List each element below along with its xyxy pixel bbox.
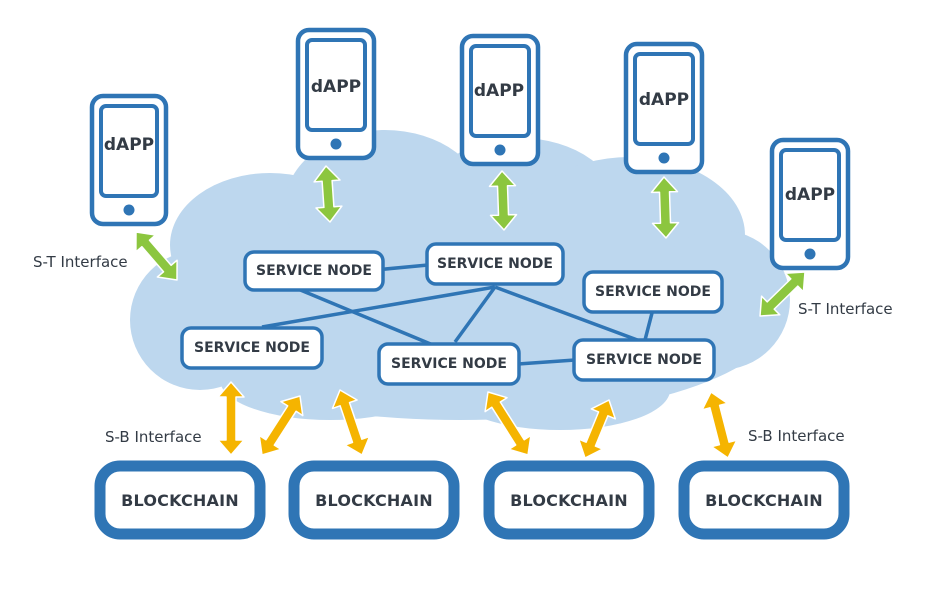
blockchain-box — [288, 460, 460, 540]
service-node-box — [582, 270, 724, 314]
blockchain-label: BLOCKCHAIN — [510, 490, 628, 510]
phone-icon — [623, 41, 705, 175]
sb-interface-label-left: S-B Interface — [105, 428, 202, 446]
green-double-arrow — [488, 170, 518, 231]
phone-icon — [89, 93, 169, 227]
service-nodes — [180, 242, 724, 386]
phone-icon — [459, 33, 541, 167]
dapp-label: dAPP — [784, 185, 836, 205]
blockchain-box — [94, 460, 266, 540]
orange-double-arrow — [331, 389, 371, 456]
service-node-label: SERVICE NODE — [391, 356, 507, 372]
service-node-box — [425, 242, 565, 286]
service-node-label: SERVICE NODE — [256, 263, 372, 279]
link-line — [453, 285, 497, 344]
orange-double-arrow — [217, 381, 245, 456]
st-interface-label-left: S-T Interface — [33, 253, 128, 271]
orange-double-arrow — [701, 391, 738, 459]
service-node-box — [572, 338, 716, 382]
node-links — [261, 263, 654, 366]
sb-interface-label-right: S-B Interface — [748, 427, 845, 445]
service-node-label: SERVICE NODE — [194, 340, 310, 356]
green-double-arrow — [313, 165, 343, 223]
blockchain-label: BLOCKCHAIN — [315, 490, 433, 510]
dapp-label: dAPP — [638, 90, 690, 110]
green-double-arrow — [650, 176, 680, 239]
green-double-arrow — [135, 231, 178, 281]
st-arrows — [135, 165, 806, 317]
blockchain-box — [483, 460, 655, 540]
service-node-label: SERVICE NODE — [595, 284, 711, 300]
service-node-box — [377, 342, 521, 386]
blockchain-box — [678, 460, 850, 540]
dapp-phones — [89, 27, 851, 271]
link-line — [517, 358, 576, 366]
orange-double-arrow — [484, 391, 532, 456]
service-node-box — [180, 326, 324, 370]
service-node-label: SERVICE NODE — [586, 352, 702, 368]
blockchain-label: BLOCKCHAIN — [705, 490, 823, 510]
service-node-label: SERVICE NODE — [437, 256, 553, 272]
link-line — [643, 312, 654, 341]
st-interface-label-right: S-T Interface — [798, 300, 893, 318]
link-line — [494, 285, 641, 343]
dapp-label: dAPP — [473, 81, 525, 101]
orange-double-arrow — [258, 395, 304, 456]
link-line — [261, 285, 496, 329]
blockchains — [94, 460, 850, 540]
link-line — [297, 287, 446, 352]
orange-double-arrow — [577, 399, 617, 459]
green-double-arrow — [759, 271, 806, 317]
service-node-box — [243, 250, 385, 292]
sb-arrows — [217, 381, 738, 459]
blockchain-label: BLOCKCHAIN — [121, 490, 239, 510]
dapp-label: dAPP — [103, 135, 155, 155]
phone-icon — [295, 27, 377, 161]
dapp-label: dAPP — [310, 77, 362, 97]
phone-icon — [769, 137, 851, 271]
